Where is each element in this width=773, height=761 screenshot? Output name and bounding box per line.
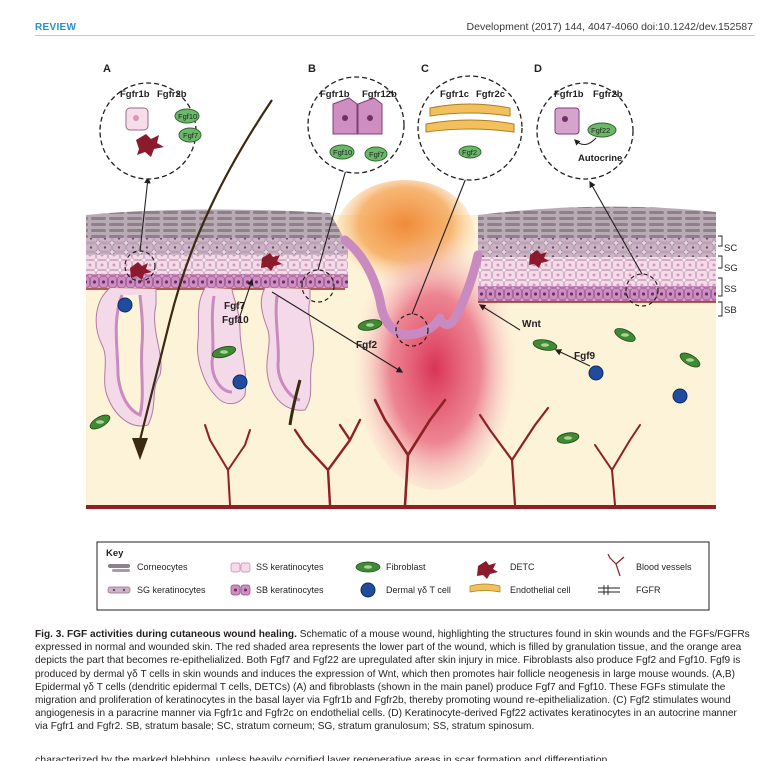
hair-follicle-3 (260, 287, 315, 411)
inset-b-ligand-1: Fgf10 (333, 148, 352, 157)
dermal-t-cells (117, 297, 688, 404)
inset-b-receptor-1: Fgfr1b (320, 89, 350, 100)
inset-a-ligand-1: Fgf10 (178, 112, 197, 121)
signal-arrows (237, 278, 591, 373)
panel-letter-b: B (308, 63, 316, 75)
inset-d-receptor-2: Fgfr2b (593, 89, 623, 100)
blood-vessels (204, 398, 641, 507)
detc-cells (130, 250, 549, 280)
migrating-epithelial-tongue (340, 235, 445, 340)
key-label-fibroblast: Fibroblast (386, 562, 426, 572)
endothelial-cell-icon (469, 583, 501, 593)
inset-a-ligand-2: Fgf7 (183, 131, 198, 140)
inset-a-receptor-1: Fgfr1b (120, 89, 150, 100)
inset-c-receptor-1: Fgfr1c (440, 89, 469, 100)
corneocytes-icon (108, 564, 130, 572)
next-body-text: characterized by the marked blebbing, un… (35, 754, 608, 761)
panel-letter-d: D (534, 63, 542, 75)
ss-keratinocytes-icon (230, 562, 251, 573)
inset-c: Fgf2 (417, 75, 523, 181)
fibroblast-icon (355, 561, 381, 573)
inset-a: Fgf10 Fgf7 (99, 82, 202, 180)
key-label-ss-keratinocytes: SS keratinocytes (256, 562, 324, 572)
key-label-blood-vessels: Blood vessels (636, 562, 692, 572)
left-epidermis (86, 209, 348, 290)
granulation-tissue (353, 220, 517, 490)
layer-label-sc: SC (724, 243, 737, 254)
dermal-t-cell-icon (360, 582, 376, 598)
label-fgf2: Fgf2 (356, 340, 378, 351)
detc-icon (477, 561, 498, 579)
key-label-detc: DETC (510, 562, 535, 572)
hair-follicle-1 (95, 287, 162, 427)
inset-c-receptor-2: Fgfr2c (476, 89, 505, 100)
fibroblast-nuclei (96, 323, 694, 440)
layer-label-ss: SS (724, 284, 737, 295)
key-label-corneocytes: Corneocytes (137, 562, 188, 572)
key-label-endothelial-cell: Endothelial cell (510, 585, 571, 595)
label-fgf9: Fgf9 (574, 351, 596, 362)
figure-caption: Fig. 3. FGF activities during cutaneous … (35, 628, 750, 734)
inset-d-note: Autocrine (578, 153, 622, 164)
wound-healing-figure: SC SG SS SB (86, 63, 738, 611)
fgfr-icon (598, 585, 620, 595)
panel-letter-c: C (421, 63, 429, 75)
layer-label-sb: SB (724, 305, 737, 316)
caption-body: Schematic of a mouse wound, highlighting… (35, 629, 750, 733)
inset-connectors (139, 164, 643, 315)
inset-d-ligand-1: Fgf22 (591, 126, 610, 135)
key-label-fgfr: FGFR (636, 585, 661, 595)
hair-follicle-2 (196, 287, 247, 405)
inset-b-ligand-2: Fgf7 (369, 150, 384, 159)
journal-citation: Development (2017) 144, 4047-4060 doi:10… (466, 21, 753, 33)
hair-shaft-2 (288, 379, 302, 426)
sg-keratinocytes-icon (107, 586, 131, 594)
header-rule (35, 35, 755, 36)
caption-title: Fig. 3. FGF activities during cutaneous … (35, 629, 297, 640)
blood-vessels-icon (607, 553, 625, 577)
layer-bracket (718, 235, 723, 317)
key-label-dermal-t-cell: Dermal γδ T cell (386, 585, 451, 595)
basement-line (86, 505, 716, 509)
inset-d-receptor-1: Fgfr1b (554, 89, 584, 100)
inset-a-receptor-2: Fgfr2b (157, 89, 187, 100)
inset-b-receptor-2: Fgfr12b (362, 89, 397, 100)
key-label-sg-keratinocytes: SG keratinocytes (137, 585, 206, 595)
section-label: REVIEW (35, 22, 77, 33)
label-wnt: Wnt (522, 319, 542, 330)
label-fgf7: Fgf7 (224, 301, 246, 312)
hair-shaft-bulb (132, 438, 148, 460)
label-fgf10: Fgf10 (222, 315, 249, 326)
key-label-sb-keratinocytes: SB keratinocytes (256, 585, 324, 595)
inset-d: Fgf22 Autocrine (536, 82, 634, 180)
key-box (96, 541, 710, 611)
hair-shaft (138, 99, 273, 441)
layer-label-sg: SG (724, 263, 738, 274)
sb-keratinocytes-icon (230, 584, 251, 596)
key-title: Key (106, 548, 124, 559)
inset-b: Fgf10 Fgf7 (307, 76, 405, 174)
panel-letter-a: A (103, 63, 111, 75)
inset-c-ligand-1: Fgf2 (462, 148, 477, 157)
